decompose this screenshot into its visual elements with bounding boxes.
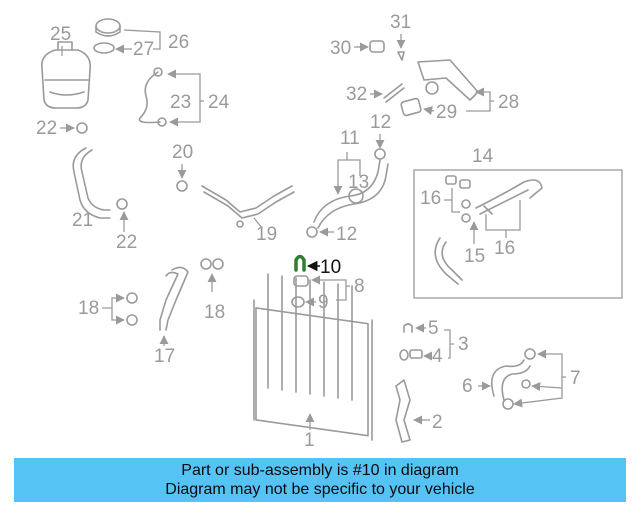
callout-8: 8: [354, 276, 365, 297]
callout-2: 2: [432, 412, 443, 433]
callout-20: 20: [172, 142, 193, 163]
connector-8: [291, 275, 309, 308]
banner-line-1: Part or sub-assembly is #10 in diagram: [181, 462, 459, 479]
callout-30: 30: [330, 38, 351, 59]
callout-6: 6: [462, 376, 473, 397]
callout-10: 10: [320, 257, 341, 278]
callout-22-bottom: 22: [116, 232, 137, 253]
callout-14: 14: [472, 146, 494, 167]
callout-16-right: 16: [494, 238, 515, 259]
callout-28: 28: [498, 92, 519, 113]
callout-3: 3: [458, 334, 469, 355]
callout-24: 24: [208, 92, 230, 113]
callout-7: 7: [570, 368, 581, 389]
radiator: [253, 273, 373, 441]
callout-31: 31: [390, 12, 411, 33]
callout-23: 23: [170, 92, 191, 113]
callout-18-right: 18: [204, 302, 225, 323]
coolant-reservoir: [40, 41, 92, 109]
callout-1: 1: [304, 430, 315, 451]
callout-11: 11: [340, 128, 360, 149]
callout-19: 19: [256, 224, 277, 245]
callout-21: 21: [72, 210, 93, 231]
callout-22-top: 22: [36, 118, 57, 139]
callout-27: 27: [133, 39, 154, 60]
parts-diagram: 25 27 26 23 24 22 21 22 20 19: [36, 12, 623, 451]
hose-assembly-14: [434, 175, 543, 285]
callout-4: 4: [432, 346, 443, 367]
hose-6: [490, 348, 536, 410]
radiator-hose-11: [313, 159, 389, 229]
info-banner: Part or sub-assembly is #10 in diagram D…: [14, 458, 626, 502]
banner-line-2: Diagram may not be specific to your vehi…: [165, 481, 475, 498]
coolant-pipe-19: [201, 185, 295, 228]
callout-17: 17: [154, 346, 175, 367]
bracket-2: [395, 379, 411, 443]
callout-25: 25: [50, 24, 71, 45]
callout-15: 15: [464, 246, 485, 267]
thermostat-housing: [400, 59, 479, 117]
lower-hose-21: [72, 147, 111, 219]
hose-clip-10: [294, 254, 306, 272]
callout-18-left: 18: [78, 298, 99, 319]
callout-12-bottom: 12: [336, 224, 357, 245]
coolant-pipe-17: [159, 266, 189, 331]
reservoir-hose: [138, 67, 167, 127]
callout-29: 29: [436, 102, 457, 123]
callout-26: 26: [168, 32, 189, 53]
callout-5: 5: [428, 318, 439, 339]
callout-32: 32: [346, 84, 367, 105]
callout-16-left: 16: [420, 188, 441, 209]
reservoir-cap: [93, 18, 121, 54]
callout-12-top: 12: [370, 112, 391, 133]
callout-13: 13: [348, 172, 369, 193]
sub-assembly-box-14: [413, 169, 623, 299]
